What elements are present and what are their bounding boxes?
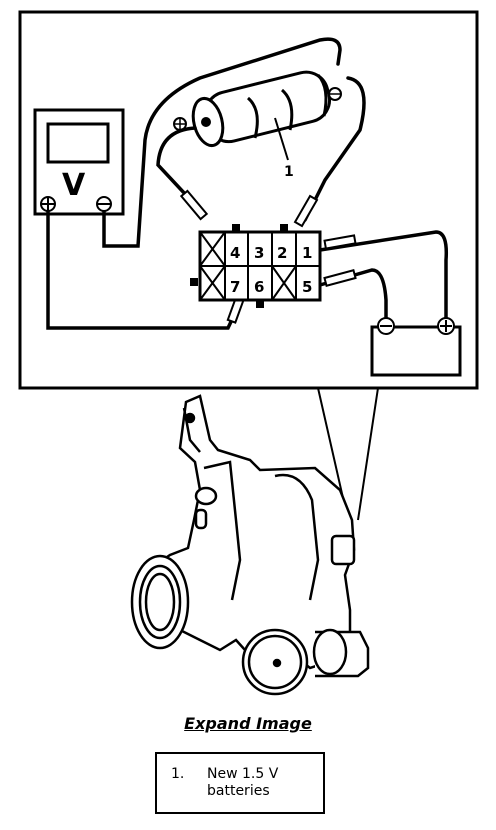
- terminal-label-5: 5: [302, 278, 312, 296]
- battery: [370, 317, 462, 377]
- voltmeter-label: V: [62, 168, 86, 203]
- terminal-label-7: 7: [230, 278, 240, 296]
- terminal-label-6: 6: [254, 278, 264, 296]
- terminal-label-1: 1: [302, 244, 312, 262]
- expand-image-link[interactable]: Expand Image: [184, 714, 312, 733]
- voltmeter: V: [33, 108, 125, 216]
- pump-housing: [130, 394, 370, 696]
- battery-pack: [173, 70, 342, 148]
- callout-leader: [274, 117, 289, 161]
- wiring-diagram: V 1: [18, 10, 479, 696]
- terminal-label-2: 2: [277, 244, 287, 262]
- legend-item-number: 1.: [171, 766, 185, 782]
- wire-clips: [179, 189, 357, 324]
- terminal-label-3: 3: [254, 244, 264, 262]
- callout-number: 1: [284, 164, 294, 180]
- legend-box: 1. New 1.5 V batteries: [155, 752, 325, 814]
- connector-block: 4 3 2 1 7 6 5: [190, 224, 322, 308]
- legend-item-text: New 1.5 V batteries: [207, 766, 279, 799]
- terminal-label-4: 4: [230, 244, 240, 262]
